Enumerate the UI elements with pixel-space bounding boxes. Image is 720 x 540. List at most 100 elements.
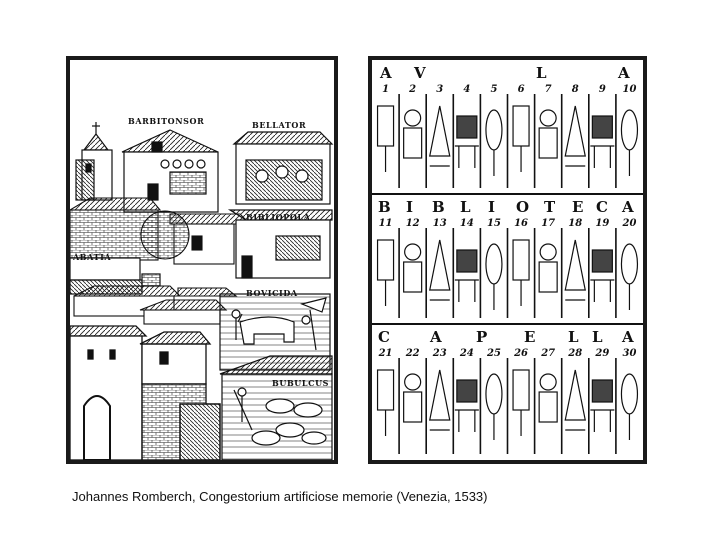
locus-object	[590, 379, 615, 432]
locus-number: 1	[382, 84, 389, 95]
locus-number: 19	[595, 218, 609, 229]
label-abatia: ABATIA	[72, 252, 111, 262]
locus-number: 5	[490, 84, 497, 95]
locus-number: 13	[433, 218, 447, 229]
street-houses	[73, 285, 238, 325]
locus-number: 17	[541, 218, 555, 229]
heading-letter: O	[516, 198, 529, 216]
locus-object	[403, 243, 423, 293]
heading-letter: L	[592, 328, 603, 346]
locus-object	[564, 105, 586, 167]
bubulcus-scene	[219, 355, 333, 460]
locus-object	[376, 105, 395, 172]
locus-object	[512, 239, 530, 306]
locus-number: 12	[406, 218, 420, 229]
heading-letter: L	[536, 64, 547, 82]
locus-object	[454, 115, 479, 168]
heading-letter: P	[476, 328, 487, 346]
figure-caption: Johannes Romberch, Congestorium artifici…	[72, 489, 488, 504]
locus-object	[429, 105, 451, 167]
locus-object	[512, 369, 530, 436]
heading-letter: V	[413, 64, 426, 82]
heading-letter: T	[544, 198, 556, 216]
locus-object	[376, 239, 395, 306]
heading-letter: A	[621, 328, 634, 346]
locus-object	[538, 243, 558, 293]
middle-buildings	[70, 197, 252, 265]
locus-object	[538, 109, 558, 159]
label-barbitonsor: BARBITONSOR	[128, 116, 204, 126]
heading-letter: E	[524, 328, 535, 346]
barbitonsor-house	[121, 129, 219, 213]
locus-number: 3	[436, 84, 443, 95]
locus-number: 18	[568, 218, 582, 229]
locus-object	[429, 239, 451, 301]
locus-number: 23	[432, 348, 447, 359]
memory-city-woodcut: BARBITONSOR BELLATOR BIBLIOPOLA	[66, 56, 338, 464]
locus-object	[564, 369, 586, 431]
locus-object	[485, 373, 503, 440]
heading-letter: A	[379, 64, 392, 82]
locus-number: 9	[599, 84, 606, 95]
locus-number: 25	[486, 348, 501, 359]
locus-number: 22	[405, 348, 420, 359]
heading-letter: B	[432, 198, 445, 216]
locus-object	[564, 239, 586, 301]
heading-letter: B	[378, 198, 391, 216]
locus-number: 6	[518, 84, 525, 95]
label-bellator: BELLATOR	[252, 120, 306, 130]
locus-number: 21	[378, 348, 393, 359]
locus-number: 20	[621, 218, 636, 229]
label-bovicida: BOVICIDA	[246, 288, 298, 298]
label-bubulcus: BUBULCUS	[272, 378, 329, 388]
locus-number: 11	[379, 218, 393, 229]
locus-object	[429, 369, 451, 431]
locus-number: 28	[567, 348, 582, 359]
locus-object	[403, 373, 423, 423]
locus-number: 7	[545, 84, 552, 95]
bellator-house	[232, 131, 334, 205]
locus-object	[620, 243, 639, 310]
locus-object	[590, 115, 615, 168]
locus-object	[376, 369, 395, 436]
locus-number: 29	[594, 348, 609, 359]
heading-letter: C	[596, 198, 608, 216]
locus-object	[512, 105, 530, 172]
locus-number: 15	[487, 218, 501, 229]
heading-letter: A	[621, 198, 634, 216]
locus-object	[403, 109, 423, 159]
locus-number: 14	[460, 218, 474, 229]
heading-letter: E	[572, 198, 583, 216]
locus-object	[620, 373, 639, 440]
heading-letter: A	[617, 64, 630, 82]
heading-letter: L	[568, 328, 579, 346]
locus-number: 16	[514, 218, 528, 229]
city-wall-gate	[70, 325, 221, 460]
grid-frame	[372, 193, 643, 325]
locus-object	[454, 249, 479, 302]
city-illustration: BARBITONSOR BELLATOR BIBLIOPOLA	[70, 116, 334, 460]
tower	[75, 122, 113, 201]
heading-letter: C	[378, 328, 390, 346]
locus-number: 4	[463, 84, 470, 95]
label-bibliopola: BIBLIOPOLA	[246, 212, 311, 222]
locus-object	[454, 379, 479, 432]
locus-number: 24	[459, 348, 474, 359]
locus-number: 26	[513, 348, 528, 359]
bibliopola-house	[227, 209, 333, 279]
heading-letter: L	[460, 198, 471, 216]
locus-number: 27	[540, 348, 555, 359]
locus-number: 8	[572, 84, 579, 95]
locus-number: 10	[622, 84, 636, 95]
locus-object	[485, 243, 503, 310]
locus-object	[620, 109, 639, 176]
heading-letter: I	[406, 198, 413, 216]
locus-object	[590, 249, 615, 302]
heading-letter: A	[429, 328, 442, 346]
locus-number: 30	[622, 348, 636, 359]
locus-object	[485, 109, 503, 176]
locus-number: 2	[408, 84, 416, 95]
heading-letter: I	[488, 198, 495, 216]
